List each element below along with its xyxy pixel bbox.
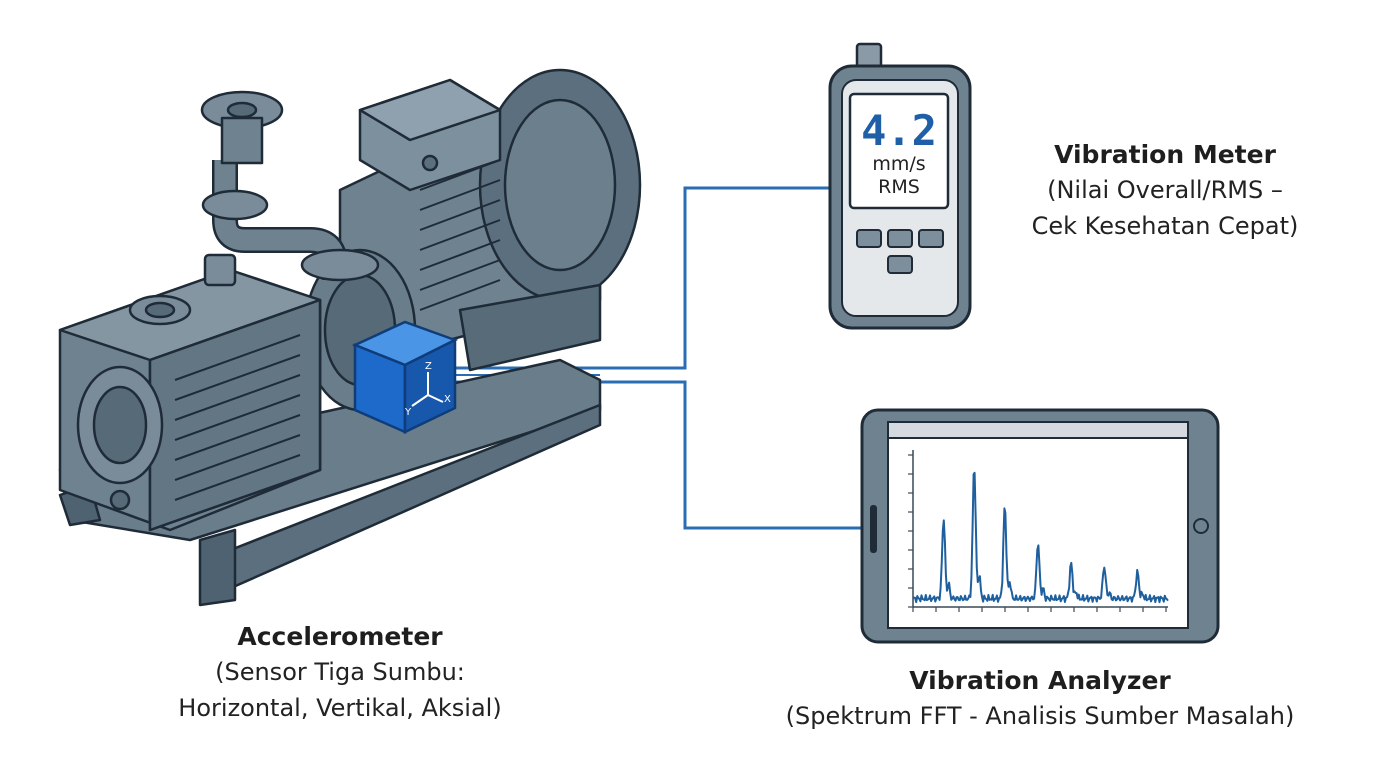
vibration-meter-device: 4.2 mm/s RMS bbox=[828, 42, 972, 330]
tablet-screen bbox=[887, 421, 1189, 629]
vibration-analyzer-desc: (Spektrum FFT - Analisis Sumber Masalah) bbox=[785, 702, 1295, 730]
axis-x-label: X bbox=[444, 394, 451, 405]
meter-button-bottom[interactable] bbox=[887, 255, 913, 274]
pump-motor-assembly bbox=[58, 68, 642, 607]
meter-button-right[interactable] bbox=[918, 229, 944, 248]
meter-mode: RMS bbox=[878, 176, 920, 198]
axis-triad-icon bbox=[411, 372, 444, 407]
vibration-analyzer-title: Vibration Analyzer bbox=[909, 666, 1171, 695]
tablet-home-button[interactable] bbox=[1193, 518, 1209, 534]
vibration-analyzer-label: Vibration Analyzer (Spektrum FFT - Anali… bbox=[730, 664, 1350, 734]
vibration-meter-label: Vibration Meter (Nilai Overall/RMS – Cek… bbox=[1000, 138, 1330, 244]
accelerometer-desc-line2: Horizontal, Vertikal, Aksial) bbox=[178, 694, 502, 722]
accelerometer-title: Accelerometer bbox=[237, 622, 443, 651]
accelerometer-sensor: Z Y X bbox=[351, 320, 459, 434]
meter-button-left[interactable] bbox=[856, 229, 882, 248]
meter-screen bbox=[848, 92, 950, 210]
vibration-meter-desc-line1: (Nilai Overall/RMS – bbox=[1047, 176, 1283, 204]
vibration-meter-desc-line2: Cek Kesehatan Cepat) bbox=[1031, 212, 1299, 240]
spectrum-axes bbox=[912, 450, 1168, 608]
tablet-side-slot bbox=[870, 505, 877, 553]
vibration-meter-title: Vibration Meter bbox=[1054, 140, 1276, 169]
vibration-analyzer-device bbox=[860, 408, 1220, 644]
accelerometer-label: Accelerometer (Sensor Tiga Sumbu: Horizo… bbox=[120, 620, 560, 726]
axis-y-label: Y bbox=[404, 407, 412, 418]
axis-z-label: Z bbox=[425, 361, 432, 372]
accelerometer-desc-line1: (Sensor Tiga Sumbu: bbox=[215, 658, 465, 686]
tablet-screen-header bbox=[887, 421, 1189, 439]
pump-body bbox=[58, 253, 322, 532]
meter-value: 4.2 bbox=[861, 106, 937, 155]
spectrum-ticks bbox=[908, 454, 1167, 612]
discharge-pipe bbox=[200, 90, 380, 282]
meter-button-center[interactable] bbox=[887, 229, 913, 248]
fft-spectrum-line bbox=[912, 471, 1169, 604]
meter-unit: mm/s bbox=[872, 153, 925, 175]
